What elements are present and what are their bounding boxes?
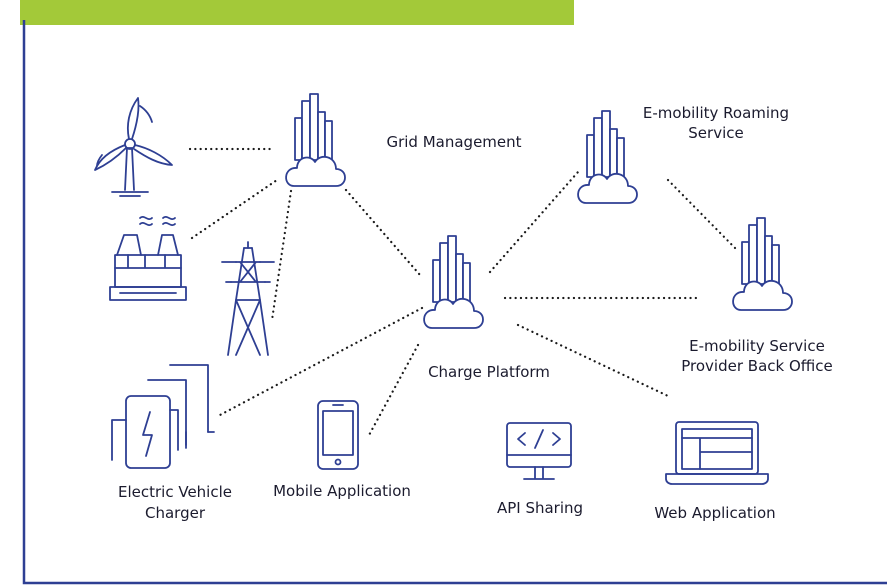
mobile-application-label: Mobile Application: [273, 482, 411, 500]
back-office-cloud-icon: [732, 217, 793, 311]
grid-management-cloud-icon: [285, 93, 346, 187]
power-plant-icon: [109, 215, 187, 301]
connector-tower-grid: [270, 189, 293, 322]
roaming-service-label-line1: E-mobility Roaming: [642, 104, 790, 122]
charge-platform-label: Charge Platform: [428, 363, 550, 381]
header-accent-bar: [20, 0, 574, 25]
api-sharing-label: API Sharing: [496, 499, 584, 517]
web-application-label: Web Application: [654, 504, 776, 522]
connector-charge-mobile: [366, 343, 420, 439]
ev-charger-label-line2: Charger: [145, 504, 205, 522]
connector-charge-evcharger: [218, 306, 424, 417]
laptop-icon: [665, 421, 769, 485]
api-monitor-icon: [506, 422, 572, 480]
back-office-label-line1: E-mobility Service: [689, 337, 825, 355]
connector-charge-web: [516, 323, 670, 398]
grid-management-label: Grid Management: [386, 133, 522, 151]
connector-roaming-backoffice: [666, 178, 737, 250]
ev-charger-icon: [111, 364, 215, 469]
wind-turbine-icon: [94, 97, 173, 197]
charge-platform-cloud-icon: [423, 235, 484, 329]
ev-charger-label-line1: Electric Vehicle: [118, 483, 232, 501]
smartphone-icon: [317, 400, 359, 470]
transmission-tower-icon: [221, 241, 275, 356]
connector-charge-roaming: [488, 170, 580, 274]
connectors: [188, 147, 737, 439]
frame-border: [22, 20, 887, 585]
connector-grid-charge: [344, 188, 422, 277]
connector-plant-grid: [190, 178, 279, 240]
back-office-label-line2: Provider Back Office: [681, 357, 833, 375]
roaming-service-label-line2: Service: [688, 124, 744, 142]
